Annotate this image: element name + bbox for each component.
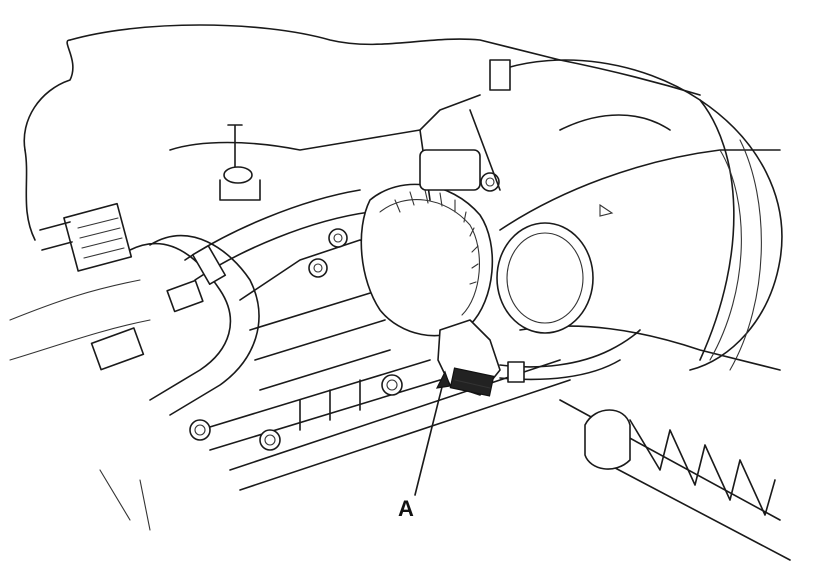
left-hose xyxy=(129,242,232,401)
intake-manifold xyxy=(169,94,571,491)
background-outline xyxy=(69,24,701,96)
left-harness-connector xyxy=(39,202,133,272)
tps-connector xyxy=(437,319,641,397)
intake-duct xyxy=(489,59,783,371)
throttle-body xyxy=(360,109,501,337)
spring xyxy=(559,399,791,561)
callout-leader xyxy=(414,374,446,496)
callout-label-a: A xyxy=(398,496,414,521)
